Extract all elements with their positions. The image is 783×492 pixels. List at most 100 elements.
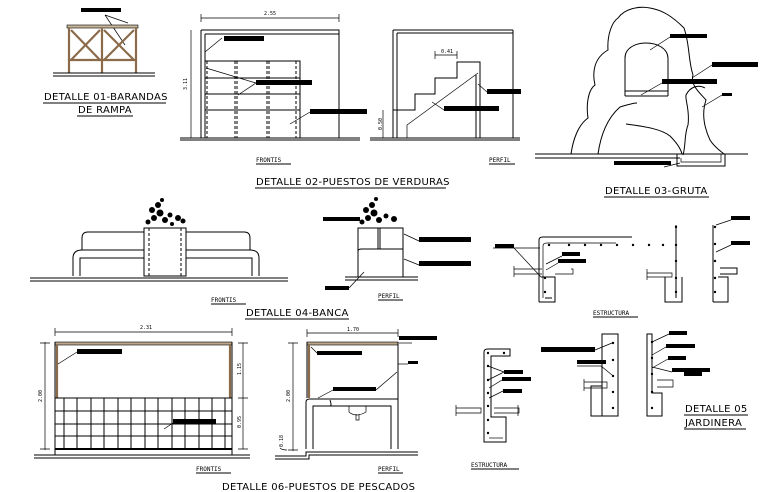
bench-backrest [81, 231, 251, 250]
dimension-line [200, 14, 340, 22]
grotto-niche-base [625, 90, 668, 97]
dimension-line [54, 328, 233, 336]
annotation-tag [419, 237, 471, 242]
stall-shelves [205, 60, 301, 138]
annotation-tag [670, 34, 707, 38]
detalle-04-title: DETALLE 04-BANCA [246, 308, 349, 319]
dim-plinth: 0.18 [279, 435, 285, 447]
ground-line [535, 153, 748, 159]
view-label-estructura: ESTRUCTURA [593, 310, 630, 317]
dim-profile-height: 2.00 [286, 390, 292, 402]
annotation-tag [325, 286, 349, 290]
profile-frame [392, 29, 514, 138]
annotation-tag [323, 217, 360, 221]
rebar-outline [712, 225, 738, 303]
dim-height: 3.11 [183, 78, 189, 90]
sink-basin-icon [348, 406, 367, 421]
annotation-tag [662, 79, 717, 84]
view-label-frontis: FRONTIS [211, 297, 237, 304]
annotation-tag [310, 109, 367, 114]
detalle-02-perfil: 0.41 0.50 PERFIL DETALLE 02-PUESTOS DE V… [255, 29, 521, 189]
rebar-dots [486, 340, 654, 435]
annotation-tag [77, 349, 122, 354]
annotation-tag [504, 370, 523, 374]
bench-seat [72, 249, 260, 276]
annotation-tag [256, 80, 312, 85]
dim-step: 0.41 [441, 49, 453, 55]
annotation-tag [399, 336, 437, 340]
dimension-line [306, 329, 399, 337]
rebar-outline [664, 225, 683, 303]
annotation-tag [614, 161, 671, 165]
planter-section [646, 333, 663, 417]
ground-line [180, 137, 360, 141]
detalle-05-title-line1: DETALLE 05 [685, 404, 748, 415]
view-label-estructura: ESTRUCTURA [471, 462, 508, 469]
detalle-01-title-line1: DETALLE 01-BARANDAS [44, 92, 168, 103]
dim-profile-width: 1.70 [347, 327, 359, 333]
annotation-tag [173, 419, 216, 424]
annotation-tag [317, 351, 362, 355]
profile-steps [393, 61, 481, 138]
stall-frame [200, 29, 340, 138]
annotation-tag [503, 389, 522, 393]
detalle-03-grotto: DETALLE 03-GRUTA [535, 6, 758, 198]
plant-icon [145, 198, 186, 226]
annotation-tag [712, 62, 758, 67]
annotation-tag [668, 356, 686, 360]
annotation-tag [81, 8, 121, 12]
ground-line [370, 137, 520, 141]
annotation-tag [731, 241, 750, 245]
annotation-tag [444, 106, 499, 111]
annotation-tag [666, 344, 695, 348]
detalle-05-structure-top: ESTRUCTURA [493, 216, 750, 318]
grotto-niche [624, 42, 669, 96]
detalle-06-frontis: 2.31 2.00 1.15 0.95 FRONTIS [34, 325, 250, 474]
detalle-05-planter-structure: ESTRUCTURA DETALLE 05 JARDINERA [455, 331, 748, 470]
dim-height: 2.00 [38, 390, 44, 402]
detalle-06-perfil: 1.70 2.00 0.18 PERFIL DETALLE 06-PUESTOS… [222, 327, 437, 492]
annotation-tag [669, 331, 687, 335]
ground-line [53, 72, 155, 77]
profile-frame [306, 342, 399, 449]
view-label-frontis: FRONTIS [196, 466, 222, 473]
detalle-04-bench-frontis: FRONTIS [30, 198, 288, 305]
ground-line [275, 451, 418, 460]
detalle-05-title-line2: JARDINERA [684, 418, 742, 429]
annotation-tag [495, 244, 514, 248]
annotation-tag [487, 89, 521, 94]
planter-section [590, 333, 619, 417]
rebar-dots [543, 225, 717, 294]
planter-box [143, 227, 187, 277]
annotation-tag [577, 360, 606, 364]
annotation-tag [333, 387, 376, 391]
annotation-tag [541, 347, 595, 352]
dimension-line [434, 51, 458, 59]
annotation-tag [562, 252, 580, 256]
annotation-tag [408, 361, 418, 364]
dim-upper: 1.15 [237, 363, 243, 375]
detalle-03-title: DETALLE 03-GRUTA [605, 186, 708, 197]
detalle-01-railing: DETALLE 01-BARANDAS DE RAMPA [43, 8, 168, 117]
planter-section [483, 348, 511, 443]
view-label-perfil: PERFIL [378, 466, 400, 473]
dim-width: 2.55 [264, 11, 276, 17]
sink-cabinet [312, 399, 392, 449]
view-label-perfil: PERFIL [489, 157, 511, 164]
railing-posts [67, 28, 138, 73]
railing-top-rail [66, 24, 139, 29]
annotation-tag [672, 368, 710, 372]
grotto-outline [570, 6, 725, 155]
annotation-tag [722, 93, 732, 96]
detalle-02-frontis: 2.55 3.11 FRONTIS [180, 11, 367, 165]
tile-rows [55, 397, 232, 437]
dim-lower: 0.95 [237, 416, 243, 428]
view-label-frontis: FRONTIS [256, 157, 282, 164]
detalle-02-title: DETALLE 02-PUESTOS DE VERDURAS [256, 177, 450, 188]
detalle-01-title-line2: DE RAMPA [78, 105, 132, 116]
ground-line [30, 277, 288, 282]
leader-line [104, 14, 129, 46]
profile-slope [406, 72, 479, 138]
annotation-tag [224, 36, 264, 41]
